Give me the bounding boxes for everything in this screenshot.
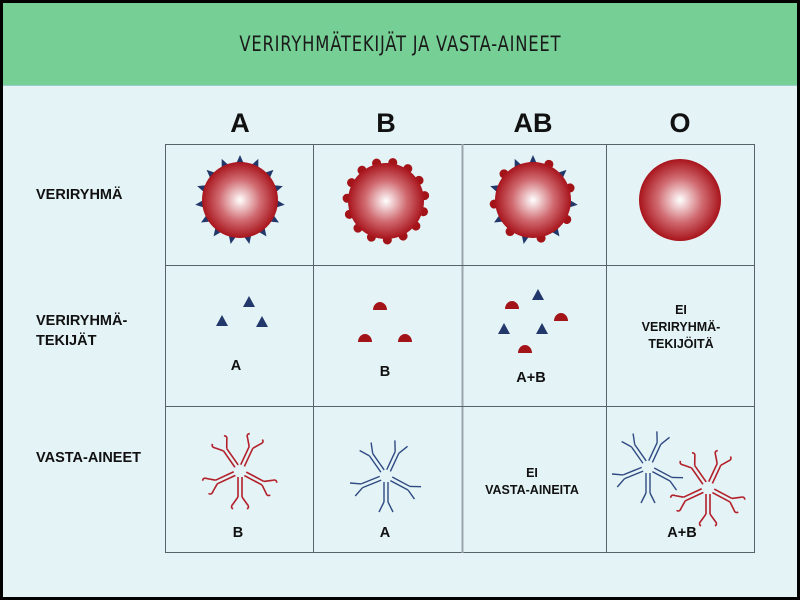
header-bar: VERIRYHMÄTEKIJÄT JA VASTA-AINEET	[3, 3, 797, 86]
row-header-antibodies: VASTA-AINEET	[36, 450, 141, 466]
no-antigens-note: EI VERIRYHMÄ- TEKIJÖITÄ	[611, 302, 751, 353]
row-header-blood-group: VERIRYHMÄ	[36, 187, 123, 203]
red-cell-type-ab	[489, 155, 578, 245]
antibodies-anti-a-in-o	[612, 431, 683, 503]
no-antibodies-note: EI VASTA-AINEITA	[462, 465, 602, 499]
antigen-label-b: B	[379, 364, 391, 380]
column-header-b: B	[376, 108, 396, 138]
diagram-frame: VERIRYHMÄTEKIJÄT JA VASTA-AINEET	[3, 3, 797, 597]
antibody-label-a-col: B	[232, 525, 244, 541]
no-antibodies-line2: VASTA-AINEITA	[485, 483, 579, 497]
no-antigens-line3: TEKIJÖITÄ	[648, 337, 714, 351]
no-antibodies-line1: EI	[526, 466, 538, 480]
column-header-a: A	[230, 108, 250, 138]
grid-lines	[165, 144, 755, 553]
row-header-antigens: VERIRYHMÄ- TEKIJÄT	[36, 311, 127, 351]
antigens-ab	[498, 289, 568, 353]
antigen-label-a: A	[230, 358, 242, 374]
row-header-antigens-line2: TEKIJÄT	[36, 333, 97, 349]
column-header-ab: AB	[513, 108, 553, 138]
diagram-title: VERIRYHMÄTEKIJÄT JA VASTA-AINEET	[239, 32, 561, 56]
antigens-b	[358, 302, 412, 342]
antibodies-anti-b	[202, 433, 278, 509]
antibody-label-b-col: A	[379, 525, 391, 541]
antibodies-anti-b-in-o	[670, 450, 746, 526]
column-header-o: O	[669, 108, 691, 138]
red-cell-type-b	[342, 158, 430, 245]
no-antigens-line1: EI	[675, 303, 687, 317]
antigens-a	[216, 296, 268, 327]
red-cell-type-o	[639, 159, 721, 241]
red-cell-type-a	[195, 155, 285, 245]
no-antigens-line2: VERIRYHMÄ-	[641, 320, 721, 334]
row-header-antigens-line1: VERIRYHMÄ-	[36, 313, 128, 329]
antigen-label-ab: A+B	[516, 370, 546, 386]
antibody-label-o-col: A+B	[667, 525, 697, 541]
antibodies-anti-a	[350, 440, 421, 512]
